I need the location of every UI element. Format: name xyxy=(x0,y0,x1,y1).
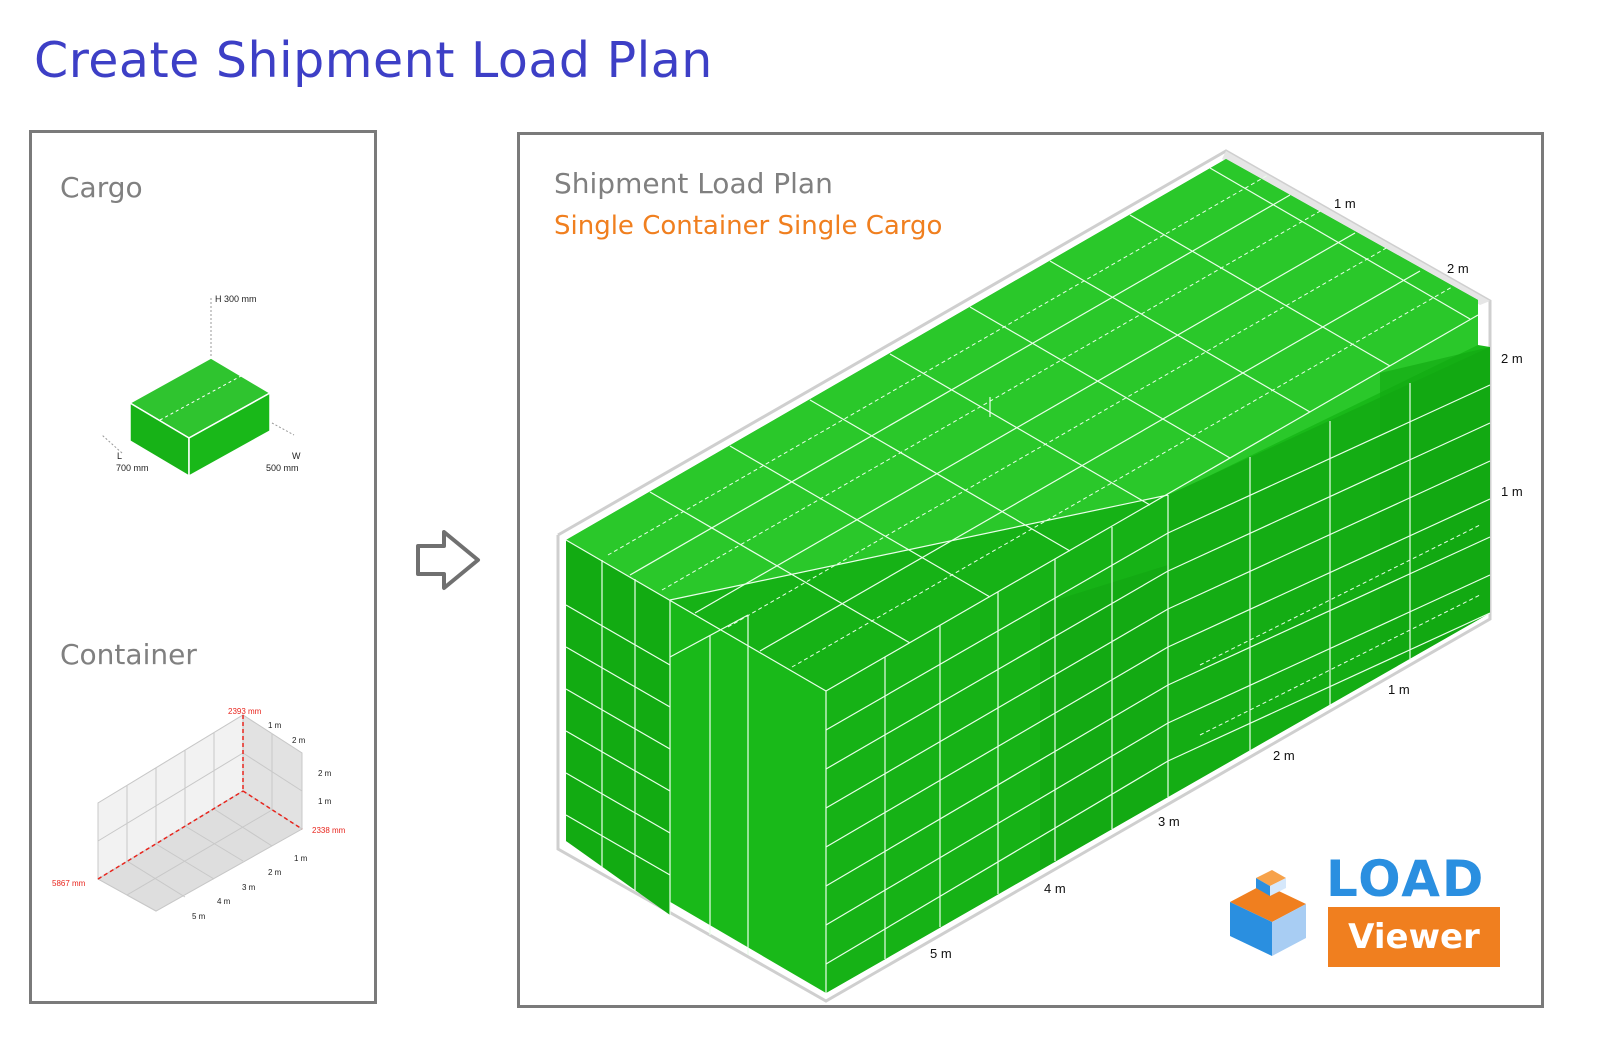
cargo-box-diagram: H 300 mm L 700 mm W 500 mm xyxy=(101,294,301,478)
plan-tick-label: 1 m xyxy=(1501,484,1523,499)
cargo-width-value: 500 mm xyxy=(266,463,299,473)
page-title: Create Shipment Load Plan xyxy=(34,32,713,89)
plan-tick-label: 1 m xyxy=(1388,682,1410,697)
container-tick-label: 1 m xyxy=(318,797,332,806)
logo-box-icon xyxy=(1230,870,1306,956)
right-arrow-icon xyxy=(416,530,480,590)
cargo-height-label: H 300 mm xyxy=(215,294,257,304)
container-tick-label: 2 m xyxy=(318,769,332,778)
load-plan-3d-view: 1 m 2 m 2 m 1 m 1 m 2 m 3 m 4 m 5 m xyxy=(556,149,1523,1003)
container-tick-label: 5 m xyxy=(192,912,206,921)
cargo-label: Cargo xyxy=(60,171,143,204)
load-plan-panel: 1 m 2 m 2 m 1 m 1 m 2 m 3 m 4 m 5 m Ship… xyxy=(517,132,1544,1008)
container-tick-label: 4 m xyxy=(217,897,231,906)
plan-tick-label: 3 m xyxy=(1158,814,1180,829)
logo-word: LOAD xyxy=(1326,850,1486,908)
container-tick-label: 2 m xyxy=(292,736,306,745)
plan-tick-label: 2 m xyxy=(1447,261,1469,276)
container-tick-label: 1 m xyxy=(294,854,308,863)
logo-viewer-badge: Viewer xyxy=(1328,907,1500,967)
input-panel: Cargo H 300 mm L 700 mm W 500 mm Contain… xyxy=(29,130,377,1004)
plan-tick-label: 5 m xyxy=(930,946,952,961)
plan-tick-label: 4 m xyxy=(1044,881,1066,896)
plan-tick-label: 1 m xyxy=(1334,196,1356,211)
container-height-dim: 2393 mm xyxy=(228,707,262,716)
cargo-width-axis: W xyxy=(292,451,301,461)
container-length-dim: 5867 mm xyxy=(52,879,86,888)
cargo-length-value: 700 mm xyxy=(116,463,149,473)
container-tick-label: 1 m xyxy=(268,721,282,730)
loadviewer-logo: LOAD Viewer xyxy=(1222,852,1502,970)
container-tick-label: 3 m xyxy=(242,883,256,892)
container-label: Container xyxy=(60,638,197,671)
plan-title: Shipment Load Plan xyxy=(554,167,833,200)
container-diagram: 2393 mm 2338 mm 5867 mm 1 m 2 m 2 m 1 m … xyxy=(52,707,346,921)
plan-tick-label: 2 m xyxy=(1273,748,1295,763)
plan-tick-label: 2 m xyxy=(1501,351,1523,366)
container-tick-label: 2 m xyxy=(268,868,282,877)
plan-subtitle: Single Container Single Cargo xyxy=(554,211,943,241)
container-width-dim: 2338 mm xyxy=(312,826,346,835)
cargo-length-axis: L xyxy=(117,451,122,461)
